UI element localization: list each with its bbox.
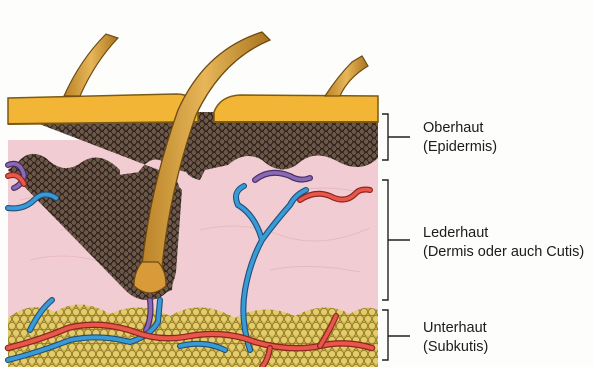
bracket-epidermis [382,114,410,160]
label-subkutis: Unterhaut (Subkutis) [423,319,488,357]
label-epidermis: Oberhaut (Epidermis) [423,119,497,157]
label-epidermis-detail: (Epidermis) [423,138,497,157]
hair-shaft-right [325,56,368,96]
bracket-subkutis [382,310,410,360]
hair-shaft-left [64,34,118,96]
label-dermis-detail: (Dermis oder auch Cutis) [423,243,584,262]
label-subkutis-name: Unterhaut [423,319,488,338]
bracket-dermis [382,180,410,300]
layer-brackets [382,114,410,360]
epidermis-surface-right [214,95,378,122]
label-epidermis-name: Oberhaut [423,119,497,138]
label-dermis: Lederhaut (Dermis oder auch Cutis) [423,224,584,262]
epidermis-surface [8,94,198,124]
hair-bulb [134,262,166,293]
label-subkutis-detail: (Subkutis) [423,338,488,357]
label-dermis-name: Lederhaut [423,224,584,243]
